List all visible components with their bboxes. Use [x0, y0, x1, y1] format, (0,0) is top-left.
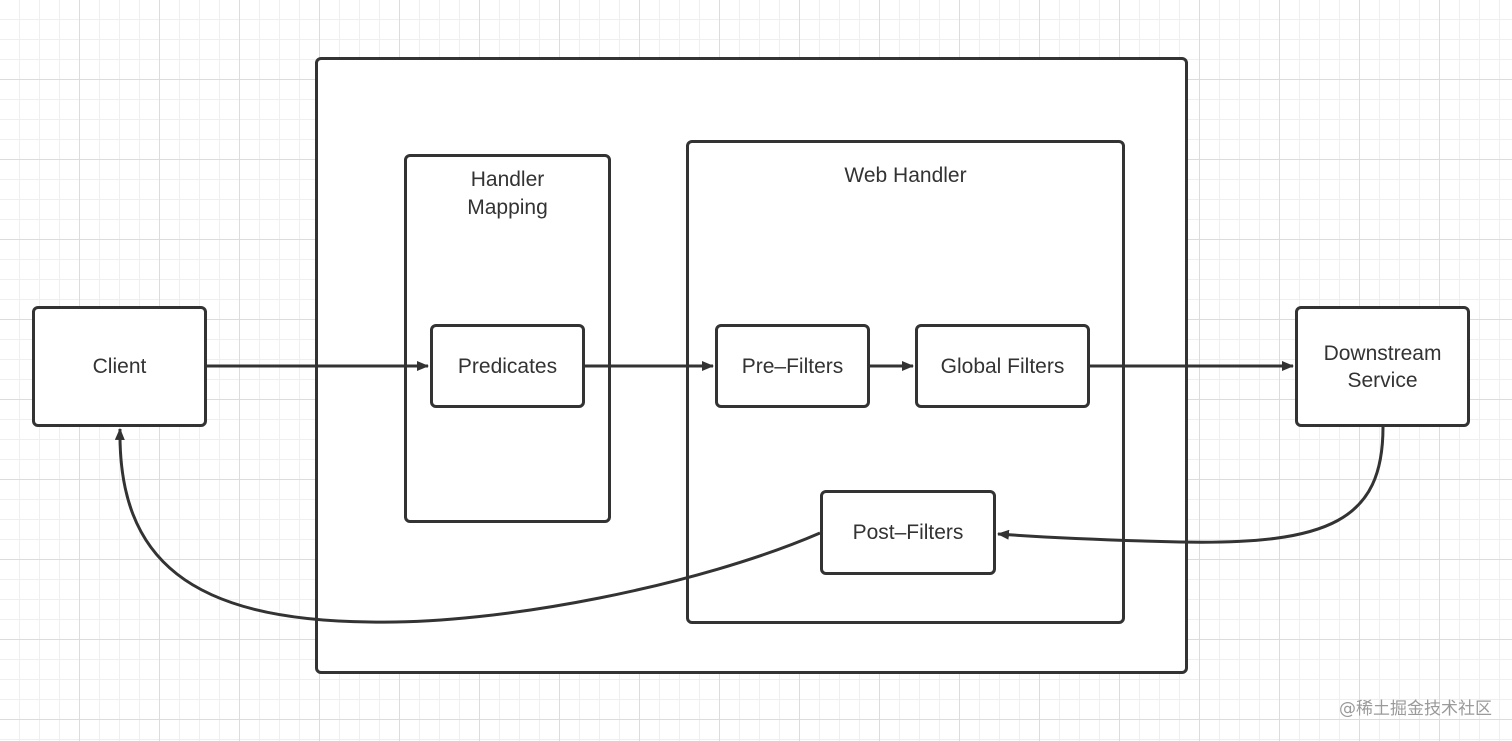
pre-filters-node: Pre–Filters — [715, 324, 870, 408]
global-filters-node: Global Filters — [915, 324, 1090, 408]
client-node: Client — [32, 306, 207, 427]
downstream-service-node: Downstream Service — [1295, 306, 1470, 427]
predicates-node: Predicates — [430, 324, 585, 408]
edge-downstream-to-post-filters — [997, 426, 1385, 544]
handler-mapping-title: Handler Mapping — [467, 168, 548, 219]
edge-post-filters-to-client — [114, 428, 821, 624]
watermark: @稀土掘金技术社区 — [1339, 699, 1492, 719]
post-filters-node: Post–Filters — [820, 490, 996, 575]
web-handler-title: Web Handler — [844, 164, 967, 187]
